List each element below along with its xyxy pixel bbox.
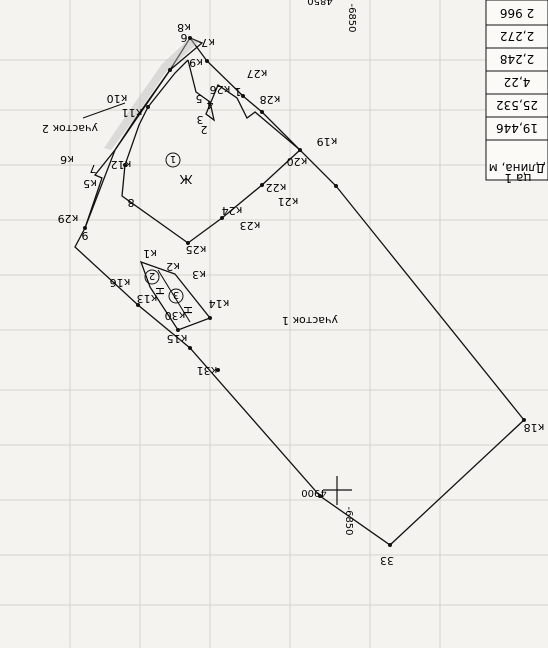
point-label-к6: к6 (60, 153, 74, 166)
point-label-к23: к23 (240, 219, 261, 232)
point-label-к7: к7 (201, 36, 215, 49)
building-mark-label: Н (153, 287, 166, 295)
point-label-к29: к29 (58, 212, 79, 225)
svg-text:1: 1 (170, 153, 176, 164)
lengths-table-frame (485, 0, 548, 181)
point-label-к5: к5 (83, 177, 97, 190)
vertex-dots (83, 36, 526, 547)
point-label-к28: к28 (260, 93, 281, 106)
point-label-к9: к9 (189, 56, 203, 69)
point-label-к20: к20 (287, 155, 308, 168)
point-label-4: 4 (207, 98, 214, 111)
building-number-circle: 2 (144, 269, 160, 285)
point-label-к16: к16 (110, 276, 131, 289)
lengths-table-heading: Длина, м (489, 161, 546, 175)
point-label-к18: к18 (524, 421, 545, 434)
point-label-7: 7 (90, 162, 97, 175)
building-mark-label: Ж (179, 172, 192, 186)
lengths-table-cell: 2 966 (500, 6, 534, 20)
lengths-table-cell: 25,532 (496, 98, 538, 112)
point-label-к19: к19 (317, 135, 338, 148)
building-number-circle: 3 (168, 288, 184, 304)
grid-x-mark-label: -6850 (343, 506, 354, 535)
point-label-8: 8 (128, 196, 135, 209)
point-label-к22: к22 (266, 181, 287, 194)
grid-y-top-label: 4850 (307, 0, 332, 6)
point-label-к11: к11 (122, 106, 143, 119)
grid-cross-mark (323, 476, 352, 505)
grid-x-top-label: -6850 (346, 3, 357, 32)
point-label-9: 9 (82, 229, 89, 242)
point-label-6: 6 (181, 31, 188, 44)
point-label-1: 1 (235, 85, 242, 98)
point-label-к25: к25 (186, 243, 207, 256)
lengths-table-caption: ца 1 (505, 171, 532, 185)
point-label-к15: к15 (167, 332, 188, 345)
point-label-к31: к31 (197, 364, 218, 377)
point-label-к10: к10 (107, 92, 128, 105)
point-label-к21: к21 (278, 195, 299, 208)
building-divider-line (157, 269, 191, 323)
parcel-2-leader (82, 102, 126, 119)
point-label-к27: к27 (247, 67, 268, 80)
lengths-table-cell: 2,272 (500, 29, 534, 43)
building-number-circle: 1 (165, 152, 181, 168)
parcel-1-label: участок 1 (282, 314, 338, 327)
point-label-к13: к13 (137, 292, 158, 305)
parcel-2-boundary (84, 37, 204, 229)
grid-y-mark-label: 4900 (301, 487, 326, 498)
point-label-к3: к3 (192, 268, 206, 281)
point-label-к2: к2 (166, 260, 180, 273)
point-label-к12: к12 (111, 158, 132, 171)
point-label-2: 2 (201, 123, 208, 136)
lengths-table-cell: 4,22 (504, 75, 531, 89)
point-label-к14: к14 (209, 297, 230, 310)
lengths-table: Длина, м 19,446 25,532 4,22 2,248 2,272 … (485, 0, 548, 181)
point-label-3: 3 (197, 113, 204, 126)
point-label-5: 5 (196, 92, 203, 105)
point-label-к26: к26 (210, 83, 231, 96)
lengths-table-cell: 19,446 (496, 121, 538, 135)
point-label-к1: к1 (143, 247, 157, 260)
point-label-к8: к8 (177, 21, 191, 34)
lengths-table-cell: 2,248 (500, 52, 534, 66)
point-label-к24: к24 (222, 204, 243, 217)
parcel-2-label: участок 2 (42, 122, 98, 135)
point-label-к30: к30 (165, 309, 186, 322)
building-mark-label: Н (181, 306, 194, 314)
svg-text:2: 2 (149, 270, 155, 281)
svg-text:3: 3 (173, 289, 179, 300)
parcel-2-strip (104, 38, 199, 150)
point-label-33: 33 (380, 554, 394, 567)
